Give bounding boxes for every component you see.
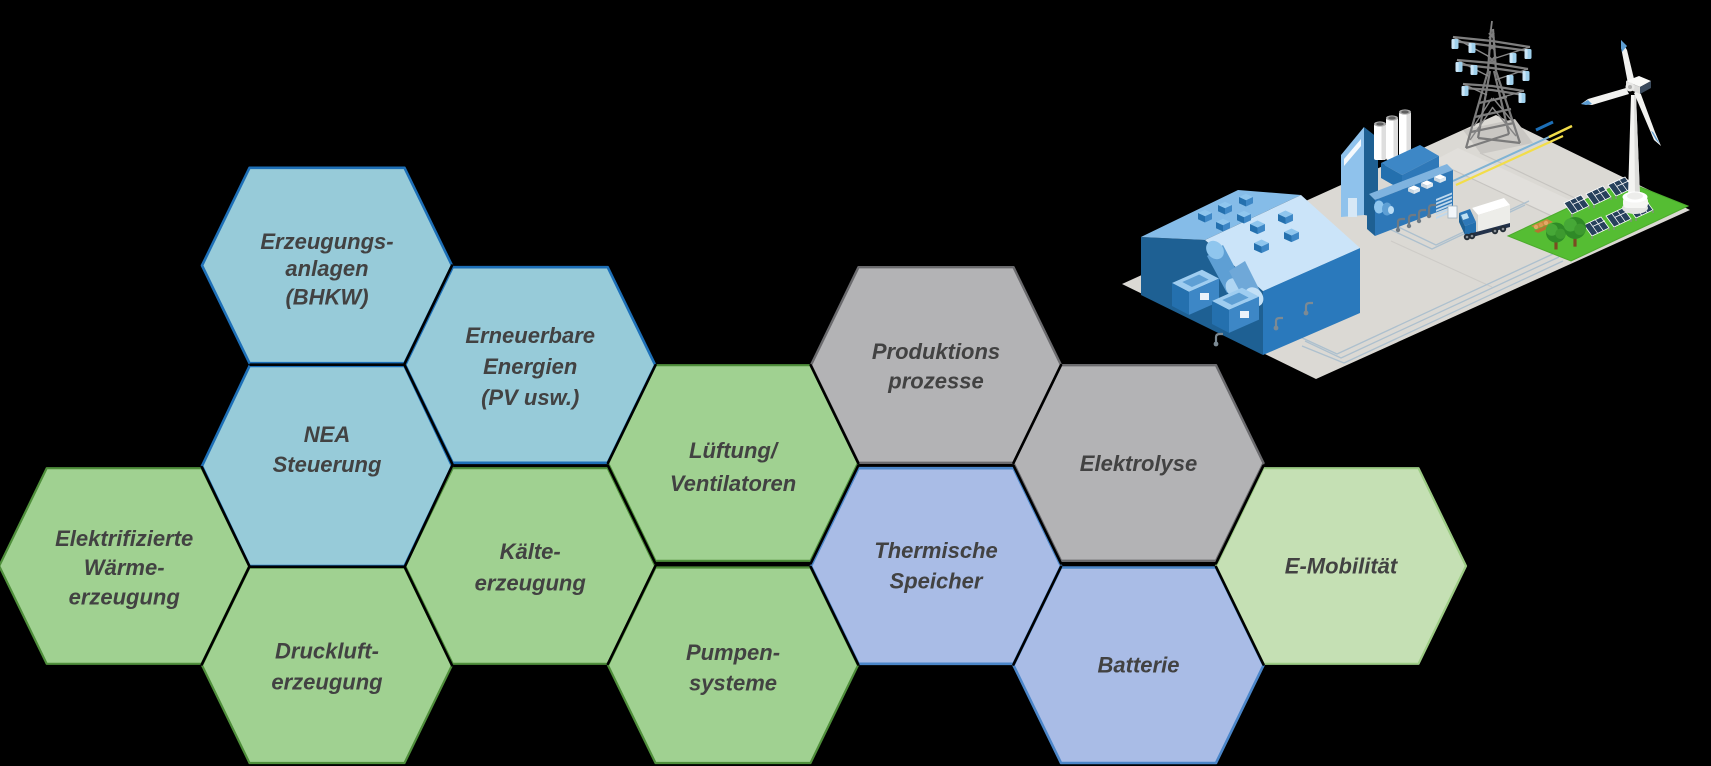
svg-text:NEA: NEA <box>304 422 350 447</box>
svg-text:Erneuerbare: Erneuerbare <box>465 323 595 348</box>
svg-text:Batterie: Batterie <box>1098 653 1180 678</box>
svg-text:(BHKW): (BHKW) <box>285 285 368 310</box>
svg-text:Elektrifizierte: Elektrifizierte <box>55 526 193 551</box>
svg-text:Lüftung/: Lüftung/ <box>689 438 780 463</box>
svg-text:Kälte-: Kälte- <box>500 539 561 564</box>
svg-text:erzeugung: erzeugung <box>69 585 181 610</box>
svg-text:Produktions: Produktions <box>872 339 1000 364</box>
svg-text:Speicher: Speicher <box>890 569 984 594</box>
svg-text:Steuerung: Steuerung <box>273 452 382 477</box>
svg-text:(PV usw.): (PV usw.) <box>481 385 579 410</box>
svg-text:Druckluft-: Druckluft- <box>275 639 379 664</box>
svg-text:Energien: Energien <box>483 354 577 379</box>
svg-text:Elektrolyse: Elektrolyse <box>1080 451 1197 476</box>
svg-text:Thermische: Thermische <box>874 538 998 563</box>
svg-text:Ventilatoren: Ventilatoren <box>670 471 796 496</box>
svg-text:Pumpen-: Pumpen- <box>686 640 780 665</box>
svg-text:erzeugung: erzeugung <box>475 571 587 596</box>
svg-text:E-Mobilität: E-Mobilität <box>1285 554 1399 579</box>
svg-text:anlagen: anlagen <box>285 256 368 281</box>
svg-text:systeme: systeme <box>689 671 777 696</box>
svg-text:erzeugung: erzeugung <box>271 670 383 695</box>
svg-text:Wärme-: Wärme- <box>84 555 165 580</box>
svg-text:Erzeugungs-: Erzeugungs- <box>260 229 393 254</box>
svg-text:prozesse: prozesse <box>887 369 983 394</box>
